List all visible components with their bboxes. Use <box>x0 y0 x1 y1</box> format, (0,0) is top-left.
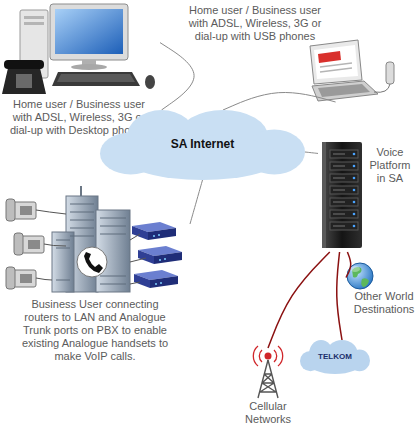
router <box>134 270 178 288</box>
destination: Cellular Networks <box>236 348 300 427</box>
antenna <box>80 186 82 196</box>
keyboard-keys <box>57 74 135 82</box>
monitor-screen <box>55 9 123 54</box>
window-rows <box>56 204 126 284</box>
usb-cable <box>374 84 390 92</box>
router-wires <box>130 234 146 284</box>
drive-bay <box>24 16 44 19</box>
router <box>138 246 182 264</box>
rack-unit <box>330 162 358 170</box>
rack-unit <box>330 186 358 194</box>
network-link <box>268 252 330 348</box>
carrier-cloud: TELKOM <box>300 340 370 374</box>
business-group: Business User connecting routers to LAN … <box>0 190 190 360</box>
keyboard <box>52 72 140 86</box>
voice-platform: Voice Platform in SA <box>318 140 416 252</box>
network-link <box>223 92 336 110</box>
office-building <box>6 186 182 292</box>
laptop-keys <box>318 84 370 97</box>
screen-lines <box>320 63 352 72</box>
drive-bay <box>24 22 44 25</box>
screen-graphic <box>318 51 341 63</box>
network-link <box>160 43 194 110</box>
handset-icon <box>84 252 103 273</box>
rack-unit <box>330 210 358 218</box>
usb-phone <box>386 62 394 84</box>
node-label: SA Internet <box>100 138 305 151</box>
mouse <box>145 75 155 89</box>
tower-mast <box>258 360 278 398</box>
phone-wires <box>36 210 66 280</box>
rack-unit <box>330 198 358 206</box>
network-link <box>337 252 342 340</box>
signal-waves <box>253 346 282 366</box>
node-label: Business User connecting routers to LAN … <box>15 298 175 363</box>
tower-beacon <box>265 353 272 360</box>
cell-tower <box>253 346 282 398</box>
laptop-lid <box>310 40 362 84</box>
network-link <box>190 180 203 224</box>
phone-handset <box>4 60 44 69</box>
desk-phone <box>2 60 46 94</box>
rack-cabinet <box>322 142 362 248</box>
rack-unit <box>330 174 358 182</box>
node-label: Voice Platform in SA <box>365 146 415 185</box>
monitor <box>50 4 128 60</box>
destination: Other World Destinations <box>346 260 416 330</box>
rack-unit <box>330 222 358 230</box>
laptop <box>310 40 394 101</box>
laptop-screen <box>314 45 358 79</box>
monitor-base <box>71 64 107 70</box>
analogue-handset <box>6 199 36 221</box>
rack-unit <box>330 150 358 158</box>
rack-edge <box>322 142 326 248</box>
user-group: Home user / Business user with ADSL, Wir… <box>170 0 410 102</box>
network-link <box>305 152 318 153</box>
phone-keypad <box>16 74 32 88</box>
network-cloud: SA Internet <box>100 110 305 180</box>
phone-body <box>2 68 46 94</box>
pbx-badge <box>77 247 107 277</box>
node-label: TELKOM <box>300 352 370 362</box>
node-label: Other World Destinations <box>352 290 416 316</box>
analogue-handset <box>6 267 36 289</box>
server-rack <box>322 142 362 248</box>
tower-block <box>52 232 74 292</box>
continent <box>361 278 369 287</box>
node-label: Home user / Business user with ADSL, Wir… <box>180 4 330 43</box>
globe-gloss <box>350 266 360 272</box>
node-label: Cellular Networks <box>236 400 300 426</box>
router <box>132 222 176 240</box>
analogue-handset <box>14 233 44 255</box>
network-link <box>346 252 351 278</box>
